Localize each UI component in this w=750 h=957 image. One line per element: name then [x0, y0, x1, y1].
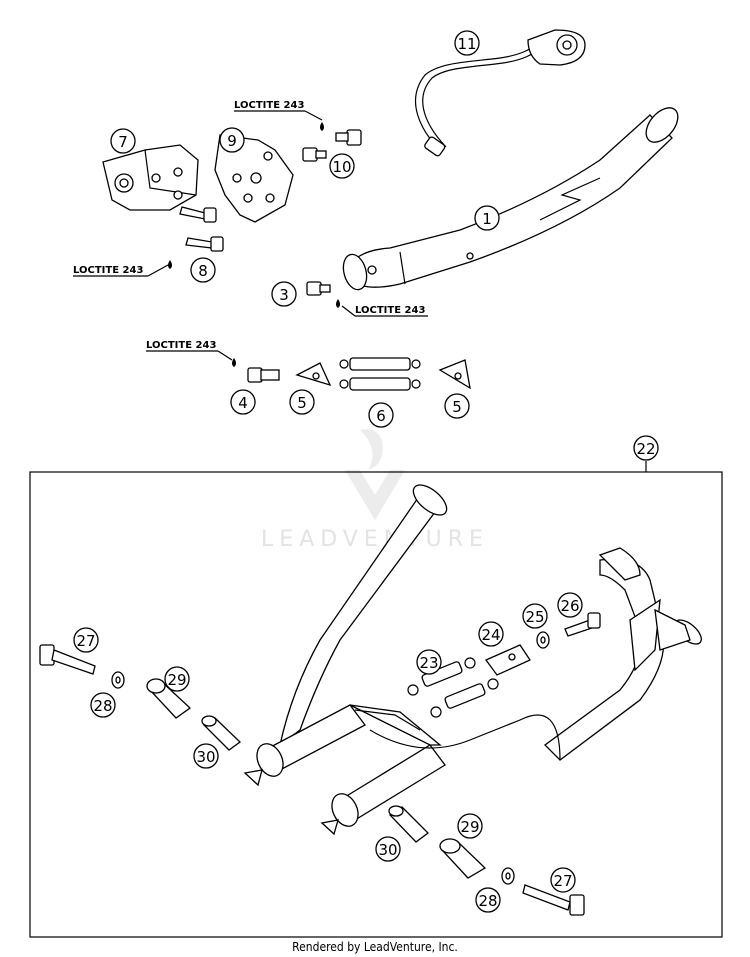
svg-text:30: 30	[378, 841, 397, 859]
bolt	[564, 612, 601, 637]
sleeve	[201, 715, 242, 751]
spring-plate	[295, 362, 332, 387]
bushing	[439, 838, 487, 879]
side-stand-switch	[415, 29, 586, 157]
svg-text:28: 28	[478, 892, 497, 910]
callout-6: 6	[368, 402, 394, 428]
bolt	[185, 236, 224, 252]
svg-text:23: 23	[419, 654, 438, 672]
bolt	[302, 147, 327, 162]
callout-10: 10	[329, 153, 355, 179]
svg-text:29: 29	[460, 818, 479, 836]
callout-5: 5	[444, 393, 470, 419]
spring-plate	[438, 359, 471, 390]
loctite-drops	[168, 122, 340, 367]
svg-text:8: 8	[198, 262, 208, 280]
watermark-text: LEADVENTURE	[261, 527, 489, 552]
callout-29: 29	[457, 813, 483, 839]
pivot-bolt	[39, 644, 96, 675]
callout-9: 9	[219, 127, 245, 153]
callout-4: 4	[230, 389, 256, 415]
loctite-label: LOCTITE 243	[73, 265, 143, 276]
svg-text:5: 5	[297, 394, 307, 412]
svg-text:1: 1	[482, 210, 492, 228]
footer-credit: Rendered by LeadVenture, Inc.	[292, 940, 458, 954]
callout-23: 23	[416, 649, 442, 675]
watermark: LEADVENTURE	[261, 429, 489, 552]
pivot-bolt	[522, 884, 585, 916]
svg-text:22: 22	[636, 440, 655, 458]
side-stand	[342, 107, 679, 291]
bolt	[306, 281, 331, 296]
svg-text:26: 26	[560, 597, 579, 615]
sleeve	[388, 805, 429, 843]
center-stand	[243, 484, 702, 836]
svg-text:4: 4	[238, 394, 248, 412]
bushing	[146, 678, 192, 719]
callout-7: 7	[110, 128, 136, 154]
assembly-frame	[29, 471, 723, 938]
callout-29: 29	[164, 666, 190, 692]
springs	[339, 357, 421, 391]
svg-text:3: 3	[279, 286, 289, 304]
svg-text:29: 29	[167, 671, 186, 689]
callout-27: 27	[550, 867, 576, 893]
callout-24: 24	[478, 621, 504, 647]
washer	[111, 671, 125, 689]
callout-5: 5	[289, 389, 315, 415]
callout-8: 8	[190, 257, 216, 283]
washer	[501, 867, 515, 885]
svg-text:6: 6	[376, 407, 386, 425]
svg-text:10: 10	[332, 158, 351, 176]
svg-text:24: 24	[481, 626, 500, 644]
bracket	[102, 144, 199, 211]
callout-27: 27	[73, 627, 99, 653]
bolt	[247, 367, 280, 383]
svg-text:11: 11	[457, 35, 476, 53]
svg-text:30: 30	[196, 748, 215, 766]
callout-26: 26	[557, 592, 583, 618]
callout-25: 25	[522, 603, 548, 629]
loctite-label: LOCTITE 243	[355, 305, 425, 316]
spring-bracket	[484, 644, 531, 676]
svg-text:28: 28	[93, 697, 112, 715]
svg-text:27: 27	[553, 872, 572, 890]
svg-text:5: 5	[452, 398, 462, 416]
svg-text:7: 7	[118, 133, 128, 151]
callout-3: 3	[271, 281, 297, 307]
callout-1: 1	[474, 205, 500, 231]
loctite-label: LOCTITE 243	[146, 340, 216, 351]
callout-30: 30	[193, 743, 219, 769]
washer	[536, 631, 550, 649]
callout-22: 22	[633, 435, 659, 461]
loctite-label: LOCTITE 243	[234, 100, 304, 111]
bolt	[335, 129, 362, 146]
callout-28: 28	[475, 887, 501, 913]
svg-text:27: 27	[76, 632, 95, 650]
svg-text:25: 25	[525, 608, 544, 626]
svg-text:9: 9	[227, 132, 237, 150]
callout-11: 11	[454, 30, 480, 56]
bolt	[179, 206, 217, 223]
callout-28: 28	[90, 692, 116, 718]
stand-springs	[407, 657, 499, 718]
callout-30: 30	[375, 836, 401, 862]
